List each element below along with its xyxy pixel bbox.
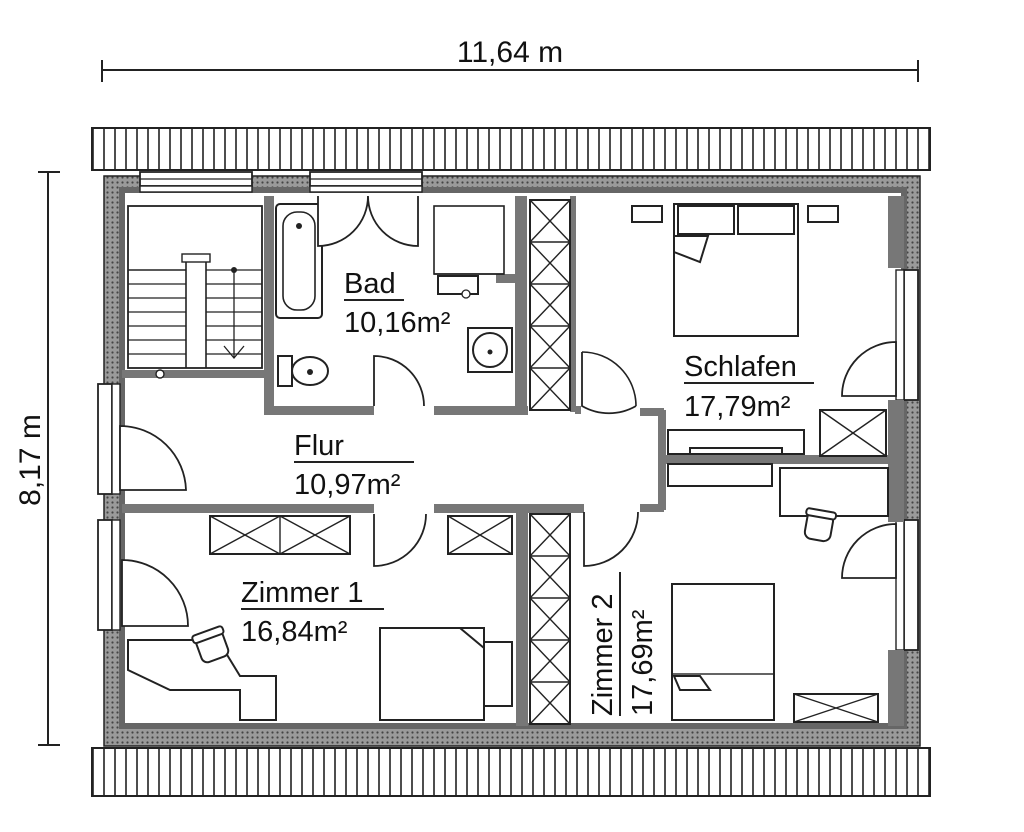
- zimmer1-door: [373, 513, 427, 567]
- room-name-flur: Flur: [294, 430, 344, 462]
- interior-walls: [122, 196, 904, 726]
- window-left-flur: [97, 383, 121, 495]
- zimmer2-door: [583, 511, 639, 567]
- flur-door-left: [119, 425, 187, 491]
- room-area-bad: 10,16m²: [344, 307, 451, 339]
- height-label: 8,17 m: [14, 414, 47, 506]
- toilet: [277, 355, 329, 387]
- dresser-zimmer2: [793, 693, 879, 723]
- room-name-bad: Bad: [344, 268, 396, 300]
- desk-zimmer1: [127, 625, 277, 721]
- width-dimension: 11,64 m: [101, 36, 919, 82]
- bad-door: [317, 195, 419, 247]
- window-right-zimmer2: [895, 519, 919, 651]
- window-right-schlafen: [895, 269, 919, 401]
- room-area-zimmer2: 17,69m²: [627, 609, 659, 716]
- room-name-schlafen: Schlafen: [684, 351, 797, 383]
- room-area-schlafen: 17,79m²: [684, 391, 791, 423]
- desk-hall: [667, 429, 805, 487]
- wardrobe-zimmer2: [529, 513, 571, 725]
- room-label-zimmer2: Zimmer 2 17,69m²: [587, 572, 659, 716]
- wardrobe-zimmer1: [209, 515, 513, 555]
- zimmer2-window-door: [841, 523, 897, 579]
- wardrobe-schlafen: [529, 199, 571, 411]
- room-area-zimmer1: 16,84m²: [241, 616, 348, 648]
- washbasin: [467, 327, 513, 373]
- roof-eave-bottom: [91, 747, 931, 797]
- room-label-flur: Flur 10,97m²: [294, 430, 414, 501]
- bed-schlafen: [631, 203, 839, 337]
- shower: [433, 205, 505, 299]
- zimmer1-window-door: [121, 559, 189, 627]
- schlafen-window-door: [841, 341, 897, 397]
- room-label-bad: Bad 10,16m²: [344, 268, 451, 339]
- room-label-zimmer1: Zimmer 1 16,84m²: [241, 577, 384, 648]
- room-label-schlafen: Schlafen 17,79m²: [684, 351, 814, 423]
- roof-eave-top: [91, 127, 931, 171]
- bathtub: [275, 203, 323, 319]
- room-name-zimmer1: Zimmer 1: [241, 577, 363, 609]
- width-label: 11,64 m: [457, 36, 563, 69]
- schlafen-door: [581, 351, 637, 415]
- bad-entry-door: [373, 355, 425, 407]
- desk-zimmer2: [779, 467, 889, 543]
- room-name-zimmer2: Zimmer 2: [587, 594, 619, 716]
- window-top-left: [139, 171, 253, 193]
- dresser-schlafen: [819, 409, 887, 457]
- room-area-flur: 10,97m²: [294, 469, 401, 501]
- bed-zimmer1: [379, 627, 513, 721]
- staircase: [127, 205, 263, 379]
- window-left-zimmer1: [97, 519, 121, 631]
- window-top-bad: [309, 171, 423, 193]
- bed-zimmer2: [671, 583, 775, 721]
- height-dimension: 8,17 m: [14, 171, 60, 746]
